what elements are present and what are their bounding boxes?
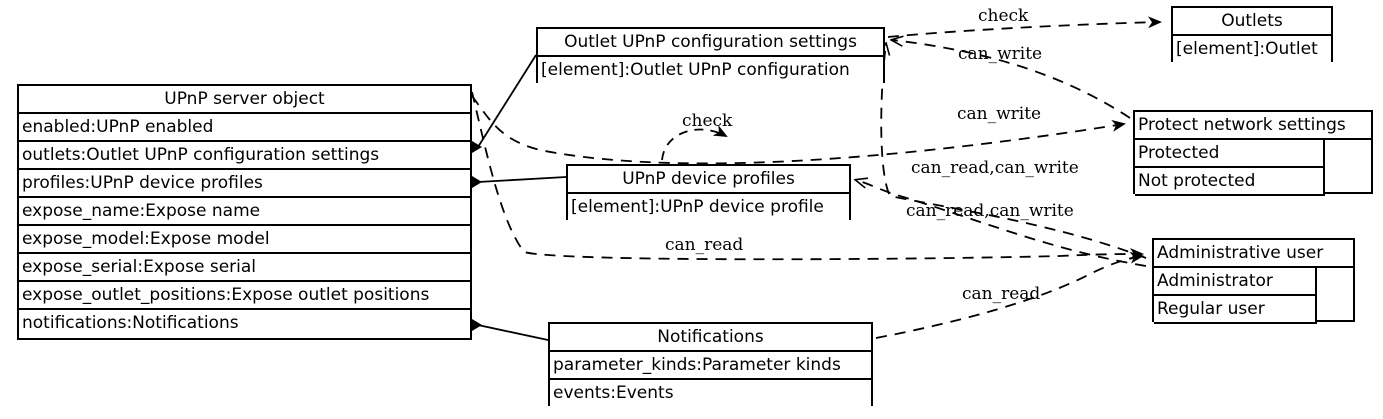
dependency-edge-canwrite-protect bbox=[471, 95, 1126, 165]
class-title: Notifications bbox=[550, 324, 871, 352]
class-attribute: expose_name:Expose name bbox=[19, 198, 470, 226]
class-title: Outlets bbox=[1173, 8, 1331, 36]
edge-label-can-write-protect: can_write bbox=[957, 104, 1042, 124]
class-attribute: expose_model:Expose model bbox=[19, 226, 470, 254]
class-attribute: [element]:Outlet UPnP configuration bbox=[538, 57, 883, 85]
class-attribute: expose_outlet_positions:Expose outlet po… bbox=[19, 282, 470, 310]
composition-edge-profiles bbox=[462, 176, 567, 188]
class-attribute: outlets:Outlet UPnP configuration settin… bbox=[19, 142, 470, 170]
composition-edge-notifications bbox=[462, 319, 549, 341]
enum-node-protect-network-settings[interactable]: Protect network settings Protected Not p… bbox=[1133, 110, 1373, 196]
dependency-edge-canread-notifications bbox=[875, 251, 1144, 339]
class-node-notifications[interactable]: Notifications parameter_kinds:Parameter … bbox=[548, 322, 873, 408]
enum-title: Administrative user bbox=[1154, 240, 1353, 268]
dependency-edge-rw-profiles bbox=[856, 180, 1147, 267]
class-title: UPnP device profiles bbox=[568, 166, 849, 194]
class-node-outlet-upnp-configuration-settings[interactable]: Outlet UPnP configuration settings [elem… bbox=[536, 27, 885, 85]
class-node-outlets[interactable]: Outlets [element]:Outlet bbox=[1171, 6, 1333, 64]
edge-label-can-read-can-write-1: can_read,can_write bbox=[911, 158, 1079, 178]
enum-value: Not protected bbox=[1135, 168, 1325, 196]
dependency-edge-canwrite-outletcfg bbox=[892, 40, 1131, 119]
enum-node-administrative-user[interactable]: Administrative user Administrator Regula… bbox=[1152, 238, 1355, 324]
class-title: Outlet UPnP configuration settings bbox=[538, 29, 883, 57]
class-attribute: parameter_kinds:Parameter kinds bbox=[550, 352, 871, 380]
class-title: UPnP server object bbox=[19, 86, 470, 114]
class-attribute: expose_serial:Expose serial bbox=[19, 254, 470, 282]
edge-label-can-read-can-write-2: can_read,can_write bbox=[906, 201, 1074, 221]
dependency-edge-check-selfloop bbox=[661, 125, 728, 161]
enum-value: Protected bbox=[1135, 140, 1325, 168]
class-attribute: enabled:UPnP enabled bbox=[19, 114, 470, 142]
enum-title: Protect network settings bbox=[1135, 112, 1371, 140]
class-attribute: [element]:Outlet bbox=[1173, 36, 1331, 64]
edge-label-check-outlets: check bbox=[978, 6, 1029, 26]
enum-value: Administrator bbox=[1154, 268, 1317, 296]
edge-label-can-write-outlets: can_write bbox=[958, 44, 1043, 64]
dependency-edge-rw-outletcfg bbox=[881, 44, 1147, 259]
edge-label-can-read-notifications: can_read bbox=[962, 284, 1041, 304]
class-attribute: events:Events bbox=[550, 380, 871, 408]
edge-label-can-read-profiles: can_read bbox=[665, 235, 744, 255]
class-attribute: notifications:Notifications bbox=[19, 310, 470, 338]
dependency-edge-check-outlets bbox=[887, 16, 1162, 38]
class-node-upnp-server-object[interactable]: UPnP server object enabled:UPnP enabled … bbox=[17, 84, 472, 340]
composition-edge-outlets bbox=[462, 54, 537, 153]
dependency-edge-canread-admin bbox=[471, 91, 1144, 261]
class-attribute: profiles:UPnP device profiles bbox=[19, 170, 470, 198]
class-attribute: [element]:UPnP device profile bbox=[568, 194, 849, 222]
enum-value: Regular user bbox=[1154, 296, 1317, 324]
class-node-upnp-device-profiles[interactable]: UPnP device profiles [element]:UPnP devi… bbox=[566, 164, 851, 222]
edge-label-check-self-loop: check bbox=[682, 111, 733, 131]
